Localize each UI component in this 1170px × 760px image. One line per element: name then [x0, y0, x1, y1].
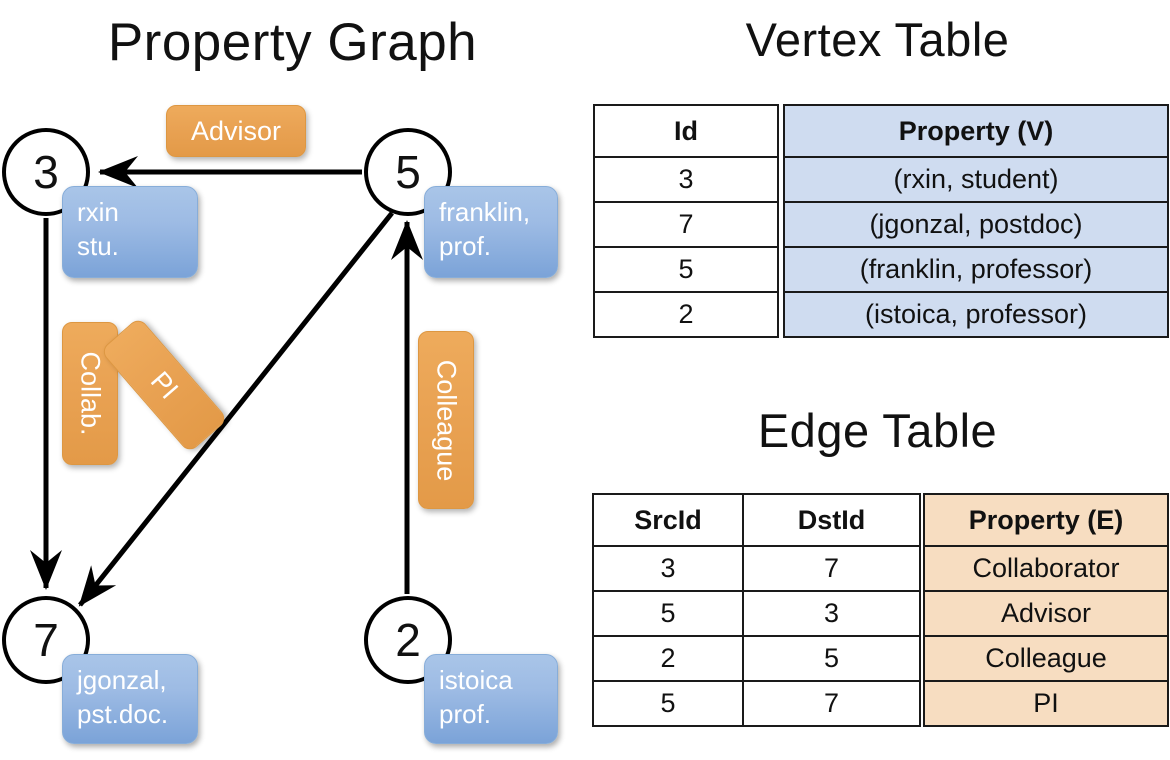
- edge-table-cell-property: Advisor: [923, 590, 1169, 637]
- vertex-table-cell-property: (franklin, professor): [783, 246, 1169, 293]
- vertex-table-cell-id: 2: [593, 291, 779, 338]
- table-row[interactable]: 5 3: [592, 590, 921, 637]
- graph-node-2-label: 2: [395, 614, 421, 666]
- edge-table-cell-dstid: 7: [742, 545, 921, 592]
- vertex-table-property-column: Property (V) (rxin, student) (jgonzal, p…: [783, 104, 1169, 338]
- graph-node-5[interactable]: 5: [364, 128, 452, 216]
- table-header-row: Id: [593, 104, 779, 158]
- vertex-table-cell-id: 5: [593, 246, 779, 293]
- edge-table-property-column: Property (E) Collaborator Advisor Collea…: [923, 493, 1169, 727]
- table-row[interactable]: Advisor: [923, 590, 1169, 637]
- vertex-table-header-id: Id: [593, 104, 779, 158]
- node-property-box-3: rxin stu.: [62, 186, 198, 278]
- table-row[interactable]: 2 5: [592, 635, 921, 682]
- table-row[interactable]: (rxin, student): [783, 156, 1169, 203]
- page-title-edge-table: Edge Table: [757, 404, 998, 457]
- edge-line-5-to-7: [78, 211, 394, 607]
- edge-table-header-property: Property (E): [923, 493, 1169, 547]
- table-row[interactable]: 2: [593, 291, 779, 338]
- node-property-line-1: jgonzal,: [77, 665, 167, 695]
- table-row[interactable]: PI: [923, 680, 1169, 727]
- node-property-box-7: jgonzal, pst.doc.: [62, 654, 198, 744]
- node-property-line-1: rxin: [77, 197, 119, 227]
- vertex-table-cell-id: 7: [593, 201, 779, 248]
- table-row[interactable]: (jgonzal, postdoc): [783, 201, 1169, 248]
- vertex-table-cell-property: (jgonzal, postdoc): [783, 201, 1169, 248]
- table-row[interactable]: 3 7: [592, 545, 921, 592]
- page-title-property-graph: Property Graph: [107, 13, 478, 72]
- edge-table-id-columns: SrcId DstId 3 7 5 3 2 5 5 7: [592, 493, 921, 727]
- edge-table-cell-dstid: 7: [742, 680, 921, 727]
- graph-edge-lines: [30, 156, 423, 607]
- edge-table-cell-property: Colleague: [923, 635, 1169, 682]
- edge-label-advisor: Advisor: [166, 105, 306, 157]
- vertex-table-cell-property: (istoica, professor): [783, 291, 1169, 338]
- edge-label-pi-text: PI: [144, 365, 185, 405]
- table-row[interactable]: Collaborator: [923, 545, 1169, 592]
- table-header-row: SrcId DstId: [592, 493, 921, 547]
- edge-table-cell-srcid: 2: [592, 635, 744, 682]
- table-header-row: Property (E): [923, 493, 1169, 547]
- table-row[interactable]: Colleague: [923, 635, 1169, 682]
- table-row[interactable]: (istoica, professor): [783, 291, 1169, 338]
- table-row[interactable]: 5 7: [592, 680, 921, 727]
- graph-node-3-label: 3: [33, 146, 59, 198]
- edge-label-colleague: Colleague: [418, 331, 474, 509]
- graph-node-2[interactable]: 2: [364, 596, 452, 684]
- property-graph-diagram: 3 5 7 2 rxin stu. franklin, prof. jgonza…: [2, 105, 558, 744]
- table-row[interactable]: 3: [593, 156, 779, 203]
- edge-table-header-dstid: DstId: [742, 493, 921, 547]
- vertex-table-header-property: Property (V): [783, 104, 1169, 158]
- table-row[interactable]: 5: [593, 246, 779, 293]
- graph-node-5-label: 5: [395, 146, 421, 198]
- node-property-box-2: istoica prof.: [424, 654, 558, 744]
- edge-table-header-srcid: SrcId: [592, 493, 744, 547]
- graph-node-7-label: 7: [33, 614, 59, 666]
- edge-table-cell-property: PI: [923, 680, 1169, 727]
- edge-table-cell-srcid: 5: [592, 680, 744, 727]
- node-property-line-2: stu.: [77, 230, 119, 261]
- node-property-line-1: franklin,: [439, 197, 531, 227]
- edge-table-cell-srcid: 3: [592, 545, 744, 592]
- node-property-box-5: franklin, prof.: [424, 186, 558, 278]
- edge-table-cell-dstid: 3: [742, 590, 921, 637]
- edge-label-advisor-text: Advisor: [190, 115, 282, 146]
- edge-table-cell-srcid: 5: [592, 590, 744, 637]
- vertex-table-id-column: Id 3 7 5 2: [593, 104, 779, 338]
- vertex-table-cell-id: 3: [593, 156, 779, 203]
- edge-label-colleague-text: Colleague: [431, 359, 462, 481]
- table-header-row: Property (V): [783, 104, 1169, 158]
- table-row[interactable]: 7: [593, 201, 779, 248]
- edge-table-cell-dstid: 5: [742, 635, 921, 682]
- table-row[interactable]: (franklin, professor): [783, 246, 1169, 293]
- node-property-line-1: istoica: [439, 665, 513, 695]
- node-property-line-2: pst.doc.: [77, 698, 169, 729]
- edge-table-cell-property: Collaborator: [923, 545, 1169, 592]
- node-property-line-2: prof.: [439, 230, 492, 261]
- page-title-vertex-table: Vertex Table: [745, 13, 1010, 66]
- vertex-table-cell-property: (rxin, student): [783, 156, 1169, 203]
- node-property-line-2: prof.: [439, 698, 492, 729]
- edge-label-collab-text: Collab.: [75, 351, 106, 436]
